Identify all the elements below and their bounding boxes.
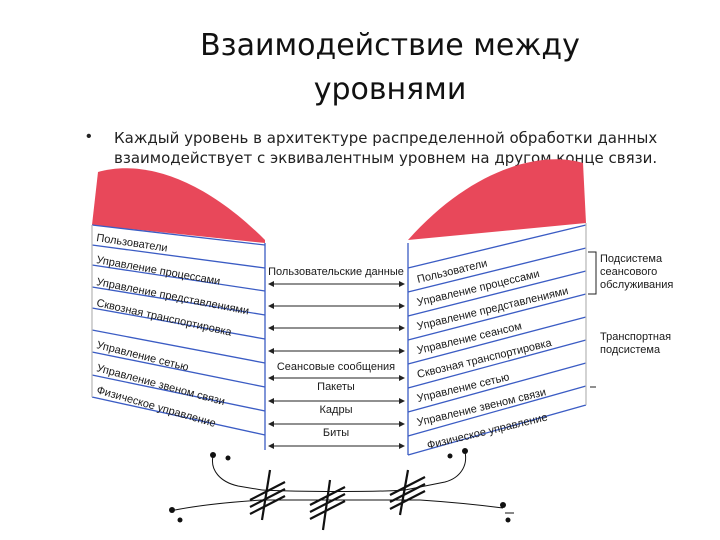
connection-dots xyxy=(169,448,511,523)
slide-title: Взаимодействие между уровнями xyxy=(200,28,580,107)
exchange-label: Пользовательские данные xyxy=(268,266,404,278)
wire-crossings xyxy=(249,469,426,531)
exchange-label: Сеансовые сообщения xyxy=(277,361,395,373)
left-layer-stack xyxy=(91,224,266,450)
left-fan xyxy=(92,168,265,243)
physical-link xyxy=(174,451,514,514)
arrowheads xyxy=(268,281,405,449)
right-fan xyxy=(408,159,586,240)
right-layer-stack xyxy=(407,223,587,456)
bullet-text: Каждый уровень в архитектуре распределен… xyxy=(114,129,658,167)
session-bracket xyxy=(588,251,597,295)
exchange-label: Кадры xyxy=(320,404,353,416)
left-layer-label: Пользователи xyxy=(96,232,169,254)
exchange-label: Биты xyxy=(323,427,349,439)
exchange-arrows xyxy=(270,283,403,447)
exchange-label: Пакеты xyxy=(317,381,355,393)
bullet-marker: • xyxy=(86,128,92,145)
